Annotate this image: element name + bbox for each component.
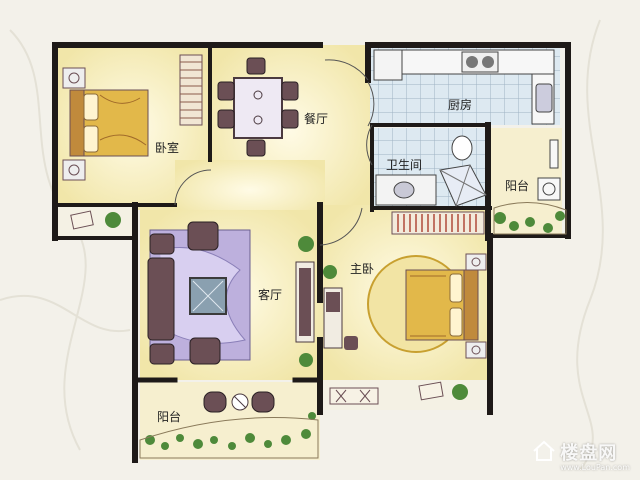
washing-machine (537, 177, 561, 201)
desk-chair (344, 336, 358, 350)
nightstand (465, 253, 487, 271)
dining-set (217, 57, 299, 157)
bathroom-fixtures (375, 135, 487, 207)
master-wardrobe (391, 211, 485, 235)
watermark-brand: 楼盘网 (560, 443, 618, 464)
plant (299, 353, 313, 367)
plant (105, 212, 121, 228)
kitchen-furniture (373, 49, 555, 125)
label-master: 主卧 (350, 262, 375, 276)
house-logo-icon (533, 440, 555, 461)
wardrobe (179, 54, 203, 126)
fridge (373, 49, 403, 81)
label-bedroom: 卧室 (155, 141, 180, 155)
armchair (189, 337, 221, 365)
sill-bench (329, 387, 379, 405)
label-bathroom: 卫生间 (386, 158, 423, 172)
walls (52, 42, 571, 463)
bedroom-furniture (62, 54, 203, 230)
label-dining: 餐厅 (304, 112, 329, 126)
dining-table (233, 77, 283, 139)
nightstand (465, 341, 487, 359)
balcony-bottom-items (139, 391, 319, 459)
toilet (451, 135, 473, 161)
door-arcs (174, 59, 375, 246)
plant (452, 384, 468, 400)
nightstand (62, 159, 86, 181)
sill-stool (418, 381, 444, 401)
label-living: 客厅 (258, 288, 283, 302)
balcony-right-items (493, 139, 567, 235)
sofa (147, 257, 175, 341)
plant (323, 265, 337, 279)
living-furniture (147, 221, 315, 367)
plant (298, 236, 314, 252)
sill-stool (70, 210, 94, 230)
label-balcony-right: 阳台 (505, 179, 530, 193)
sink (535, 83, 553, 113)
watermark-url: www.LouPan.com (560, 463, 630, 472)
label-kitchen: 厨房 (448, 98, 473, 112)
bedroom-sill (55, 205, 135, 238)
armchair (187, 221, 219, 251)
master-furniture (323, 211, 487, 405)
label-balcony-bottom: 阳台 (157, 410, 182, 424)
nightstand (62, 67, 86, 89)
basin (393, 181, 415, 199)
watermark: 楼盘网 www.LouPan.com (533, 439, 630, 472)
